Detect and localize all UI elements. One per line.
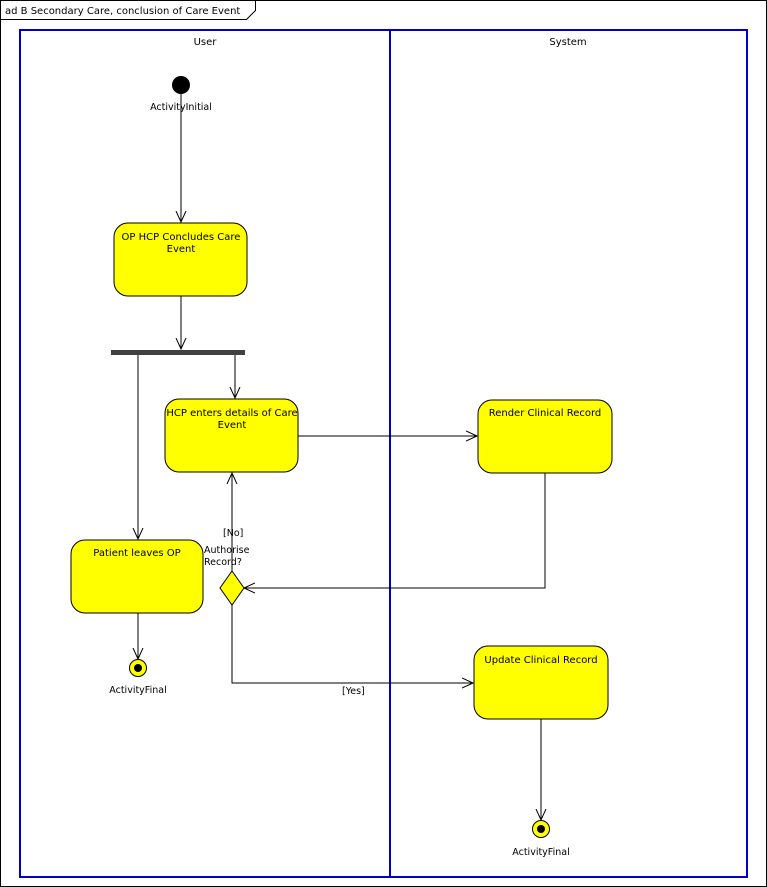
- lane-user-label: User: [194, 37, 218, 48]
- final-node-user-label: ActivityFinal: [109, 685, 166, 696]
- lane-system: [389, 29, 748, 878]
- fork-bar: [111, 350, 245, 355]
- action-enter-details-label-line1: HCP enters details of Care: [166, 408, 297, 419]
- frame-title: ad B Secondary Care, conclusion of Care …: [5, 6, 240, 17]
- action-enter-details-label-line2: Event: [218, 420, 247, 431]
- flow-render-to-decision: [244, 473, 546, 588]
- action-render-label: Render Clinical Record: [489, 408, 602, 419]
- guard-yes: [Yes]: [342, 686, 365, 697]
- guard-no: [No]: [223, 528, 243, 539]
- decision-label-line1: Authorise: [204, 545, 250, 556]
- action-update-label: Update Clinical Record: [484, 655, 597, 666]
- initial-node: [172, 76, 190, 94]
- frame-title-tab: [0, 0, 256, 20]
- action-patient-leaves: [70, 539, 204, 614]
- flow-decision-yes-to-update: [231, 605, 473, 683]
- final-node-system-core: [537, 825, 545, 833]
- action-patient-leaves-label: Patient leaves OP: [93, 548, 180, 559]
- lane-system-label: System: [549, 37, 586, 48]
- final-node-system-label: ActivityFinal: [512, 847, 569, 858]
- final-node-user-core: [134, 664, 142, 672]
- decision-label-line2: Record?: [204, 557, 242, 568]
- action-conclude-label-line1: OP HCP Concludes Care: [122, 232, 241, 243]
- action-conclude-label-line2: Event: [167, 244, 196, 255]
